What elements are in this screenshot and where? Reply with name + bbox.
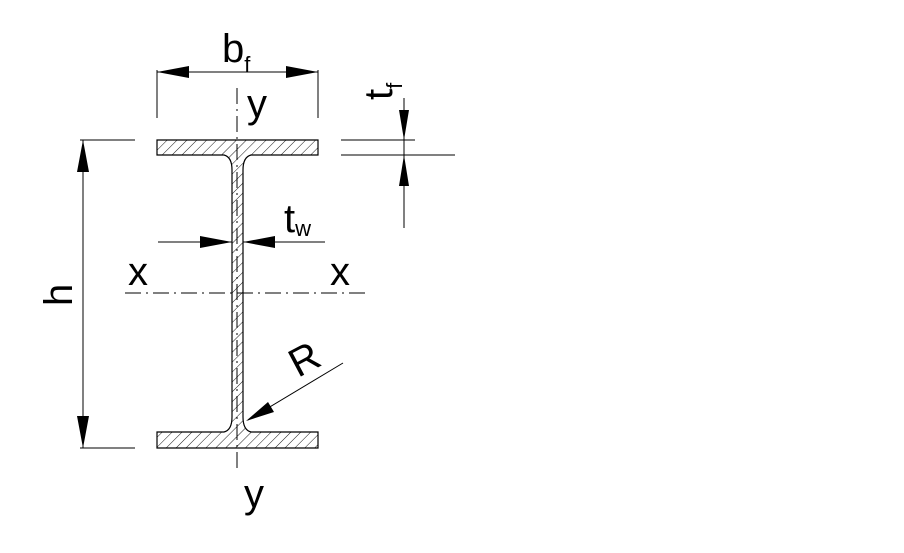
y-bottom-label: y [244, 472, 264, 516]
y-top-label: y [247, 82, 267, 126]
r-label: R [282, 334, 328, 386]
tf-dimension [341, 98, 455, 228]
h-label: h [37, 284, 81, 306]
tw-label: tw [284, 197, 311, 241]
x-left-label: x [128, 250, 148, 294]
bf-label: bf [222, 27, 251, 77]
tw-dimension [158, 236, 325, 248]
tf-label: tf [357, 82, 407, 100]
x-right-label: x [330, 250, 350, 294]
bf-dimension [156, 66, 319, 118]
radius-leader [246, 362, 344, 421]
h-dimension [77, 139, 135, 449]
